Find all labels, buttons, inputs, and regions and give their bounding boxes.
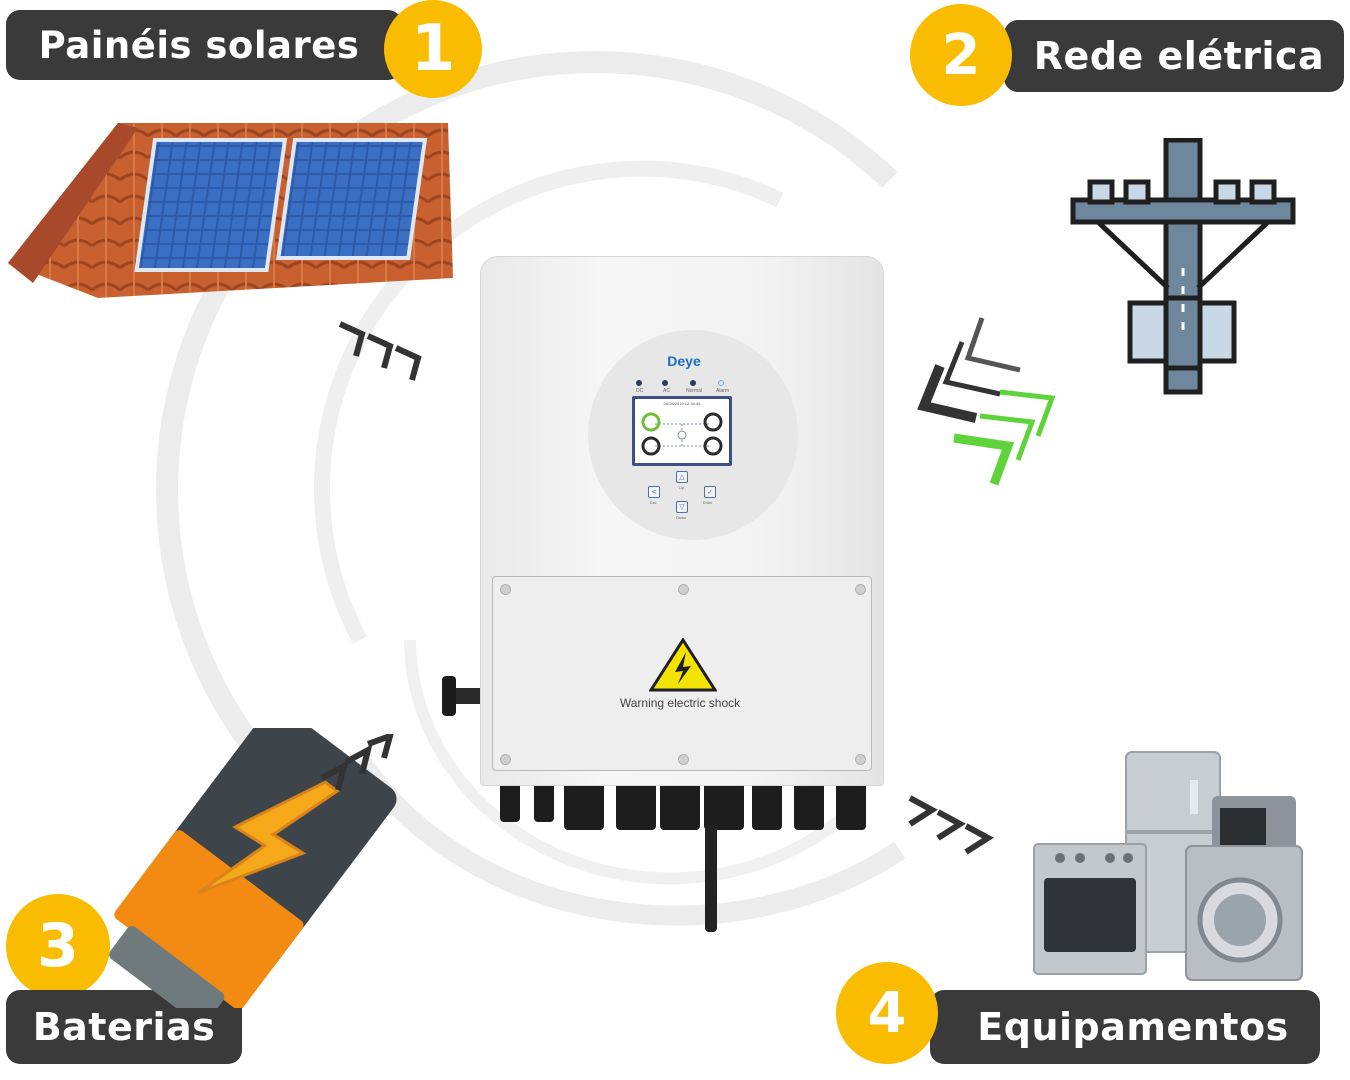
battery-to-inverter-arrows bbox=[320, 734, 394, 791]
solar-label: Painéis solares bbox=[6, 10, 402, 80]
cover-screw bbox=[855, 584, 866, 595]
cover-screw bbox=[678, 584, 689, 595]
cable-gland bbox=[752, 786, 782, 830]
warning-bolt-icon bbox=[649, 638, 717, 692]
house-roof-solar-icon bbox=[8, 123, 453, 298]
solar-label-text: Painéis solares bbox=[38, 23, 360, 67]
esc-button[interactable]: < bbox=[648, 486, 660, 498]
enter-button[interactable]: ✓ bbox=[704, 486, 716, 498]
grid-label-text: Rede elétrica bbox=[1033, 34, 1325, 78]
cable-gland bbox=[564, 786, 604, 830]
cable-gland bbox=[616, 786, 656, 830]
solar-number-badge: 1 bbox=[384, 0, 482, 98]
alarm-led bbox=[718, 380, 724, 386]
battery-label-text: Baterias bbox=[32, 1005, 216, 1049]
ac-led-label: AC bbox=[663, 388, 670, 394]
cover-screw bbox=[500, 754, 511, 765]
grid-number-badge: 2 bbox=[910, 4, 1012, 106]
battery-number-badge: 3 bbox=[6, 894, 110, 998]
grid-label: Rede elétrica bbox=[1004, 20, 1344, 92]
dc-led bbox=[636, 380, 642, 386]
normal-led bbox=[690, 380, 696, 386]
cover-screw bbox=[500, 584, 511, 595]
brand-logo: Deye bbox=[667, 353, 701, 369]
inverter-to-loads-arrows bbox=[908, 795, 994, 855]
screen-header: 06/28/2019 12:34:45 bbox=[663, 401, 701, 406]
mc4-connector bbox=[534, 786, 554, 822]
esc-button-label: Esc bbox=[650, 500, 657, 505]
utility-pole-icon bbox=[1070, 138, 1296, 395]
up-button[interactable]: △ bbox=[676, 471, 688, 483]
cover-screw bbox=[855, 754, 866, 765]
loads-number-badge: 4 bbox=[836, 962, 938, 1064]
appliances-icon bbox=[1033, 751, 1303, 981]
loads-label-text: Equipamentos bbox=[977, 1005, 1289, 1049]
down-button-label: Down bbox=[676, 515, 687, 520]
solar-to-inverter-arrows bbox=[338, 321, 422, 381]
cable-gland bbox=[794, 786, 824, 830]
energy-flow-display bbox=[641, 412, 723, 456]
output-cable bbox=[705, 826, 717, 932]
ac-led bbox=[662, 380, 668, 386]
loads-label: Equipamentos bbox=[930, 990, 1320, 1064]
mc4-connector bbox=[500, 786, 520, 822]
warning-label: Warning electric shock bbox=[619, 696, 741, 710]
dc-led-label: DC bbox=[636, 388, 644, 394]
cable-gland bbox=[836, 786, 866, 830]
up-button-label: Up bbox=[679, 485, 685, 490]
down-button[interactable]: ▽ bbox=[676, 501, 688, 513]
grid-exchange-arrows bbox=[917, 317, 1056, 486]
cable-gland bbox=[660, 786, 700, 830]
alarm-led-label: Alarm bbox=[716, 388, 730, 394]
normal-led-label: Normal bbox=[686, 388, 703, 394]
lcd-screen: 06/28/2019 12:34:45 bbox=[632, 396, 732, 466]
cable-gland bbox=[704, 786, 744, 830]
enter-button-label: Enter bbox=[703, 500, 713, 505]
cover-screw bbox=[678, 754, 689, 765]
dc-switch[interactable] bbox=[438, 674, 482, 718]
